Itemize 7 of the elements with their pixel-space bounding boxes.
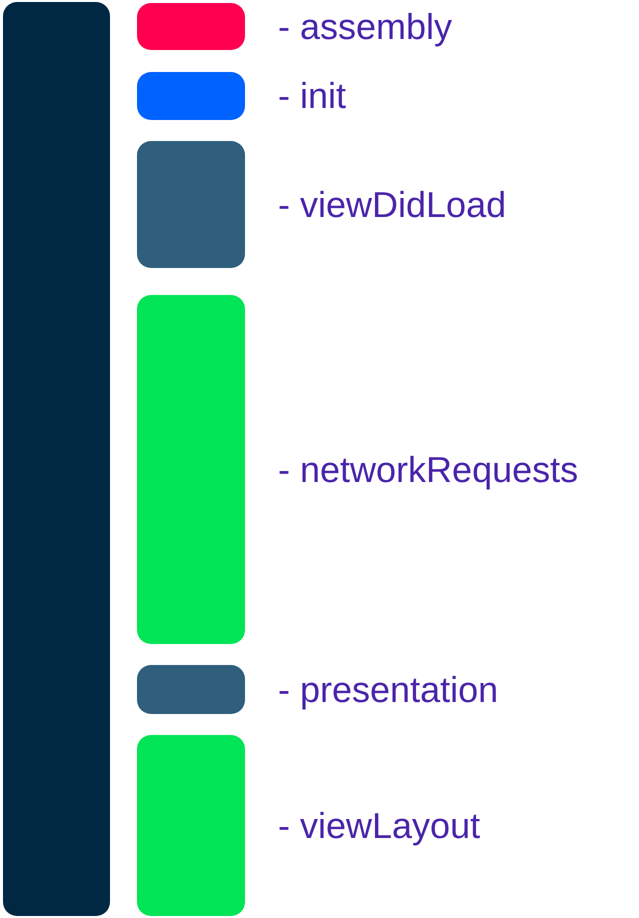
- legend-label: - networkRequests: [278, 450, 578, 490]
- legend-label: - viewLayout: [278, 806, 480, 846]
- legend-label: - init: [278, 76, 346, 116]
- legend-label: - presentation: [278, 670, 498, 710]
- legend-label: - assembly: [278, 6, 452, 46]
- timeline-bar: [3, 2, 110, 916]
- legend-label: - viewDidLoad: [278, 184, 506, 224]
